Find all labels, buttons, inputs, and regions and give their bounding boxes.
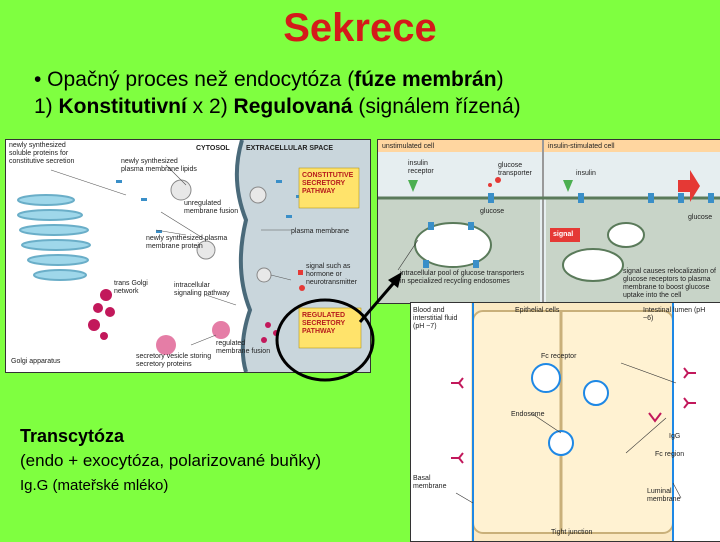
label-secretory-vesicle: secretory vesicle storing secretory prot…: [136, 353, 212, 368]
label-luminal-membrane: Luminal membrane: [647, 488, 681, 503]
transcytosis-illustration: [411, 303, 720, 541]
bullet-opposite-process: • Opačný proces než endocytóza (fúze mem…: [34, 66, 521, 93]
transcytosis-heading: Transcytóza: [20, 426, 125, 446]
label-glucose-left: glucose: [480, 208, 505, 215]
bullet-types: 1) Konstitutivní x 2) Regulovaná (signál…: [34, 93, 521, 120]
label-regulated-fusion: regulated membrane fusion: [216, 340, 271, 355]
label-signal: signal: [553, 231, 574, 238]
label-fc-region: Fc region: [655, 451, 685, 458]
label-cytosol: CYTOSOL: [196, 145, 230, 152]
label-insulin: insulin: [576, 170, 596, 177]
label-endosome: Endosome: [511, 411, 545, 418]
label-lumen: Intestinal lumen (pH ~6): [643, 307, 706, 322]
label-blood: Blood and interstitial fluid (pH ~7): [413, 307, 458, 330]
transcytosis-example: Ig.G (mateřské mléko): [20, 477, 169, 494]
label-glucose-right: glucose: [688, 214, 713, 221]
bullet-bold: Regulovaná: [233, 95, 353, 118]
label-regulated-pathway: REGULATED SECRETORY PATHWAY: [302, 312, 346, 335]
label-signal: signal such as hormone or neurotransmitt…: [306, 263, 357, 286]
label-insulin-stimulated-cell: insulin-stimulated cell: [548, 143, 615, 150]
label-extracellular: EXTRACELLULAR SPACE: [246, 145, 333, 152]
page-title: Sekrece: [283, 6, 437, 50]
label-unregulated-fusion: unregulated membrane fusion: [184, 200, 239, 215]
bullet-text: x 2): [186, 95, 234, 118]
label-intracellular-pool: intracellular pool of glucose transporte…: [400, 270, 525, 285]
label-tight-junction: Tight junction: [551, 529, 593, 536]
label-newly-proteins: newly synthesized soluble proteins for c…: [9, 142, 75, 165]
label-relocalization: signal causes relocalization of glucose …: [623, 268, 716, 299]
label-golgi: Golgi apparatus: [11, 358, 61, 365]
label-trans-golgi: trans Golgi network: [114, 280, 148, 295]
secretion-pathways-figure: newly synthesized soluble proteins for c…: [5, 139, 371, 373]
insulin-figure: unstimulated cell insulin-stimulated cel…: [377, 139, 720, 304]
label-constitutive-pathway: CONSTITUTIVE SECRETORY PATHWAY: [302, 172, 354, 195]
bullet-text: (signálem řízená): [352, 95, 521, 118]
bullet-bold: fúze membrán: [354, 68, 497, 91]
label-intracellular-signaling: intracellular signaling pathway: [174, 282, 230, 297]
label-newly-plasma-protein: newly synthesized plasma membrane protei…: [146, 235, 228, 250]
bullet-text: ): [496, 68, 504, 91]
insulin-illustration: [378, 140, 720, 303]
label-unstimulated-cell: unstimulated cell: [382, 143, 435, 150]
label-fc-receptor: Fc receptor: [541, 353, 577, 360]
label-glucose-transporter: glucose transporter: [498, 162, 532, 177]
bullet-bold: Konstitutivní: [58, 95, 187, 118]
label-plasma-membrane: plasma membrane: [291, 228, 349, 235]
label-basal-membrane: Basal membrane: [413, 475, 447, 490]
transcytosis-figure: Blood and interstitial fluid (pH ~7) Epi…: [410, 302, 720, 542]
transcytosis-description: (endo + exocytóza, polarizované buňky): [20, 451, 321, 470]
label-igg: IgG: [669, 433, 681, 440]
transcytosis-text: Transcytóza (endo + exocytóza, polarizov…: [20, 426, 321, 494]
bullet-text: 1): [34, 95, 59, 118]
bullet-text: • Opačný proces než endocytóza (: [34, 68, 355, 91]
label-newly-lipids: newly synthesized plasma membrane lipids: [121, 158, 197, 173]
label-insulin-receptor: insulin receptor: [408, 160, 434, 175]
label-epithelial: Epithelial cells: [515, 307, 560, 314]
bullet-list: • Opačný proces než endocytóza (fúze mem…: [34, 66, 521, 120]
